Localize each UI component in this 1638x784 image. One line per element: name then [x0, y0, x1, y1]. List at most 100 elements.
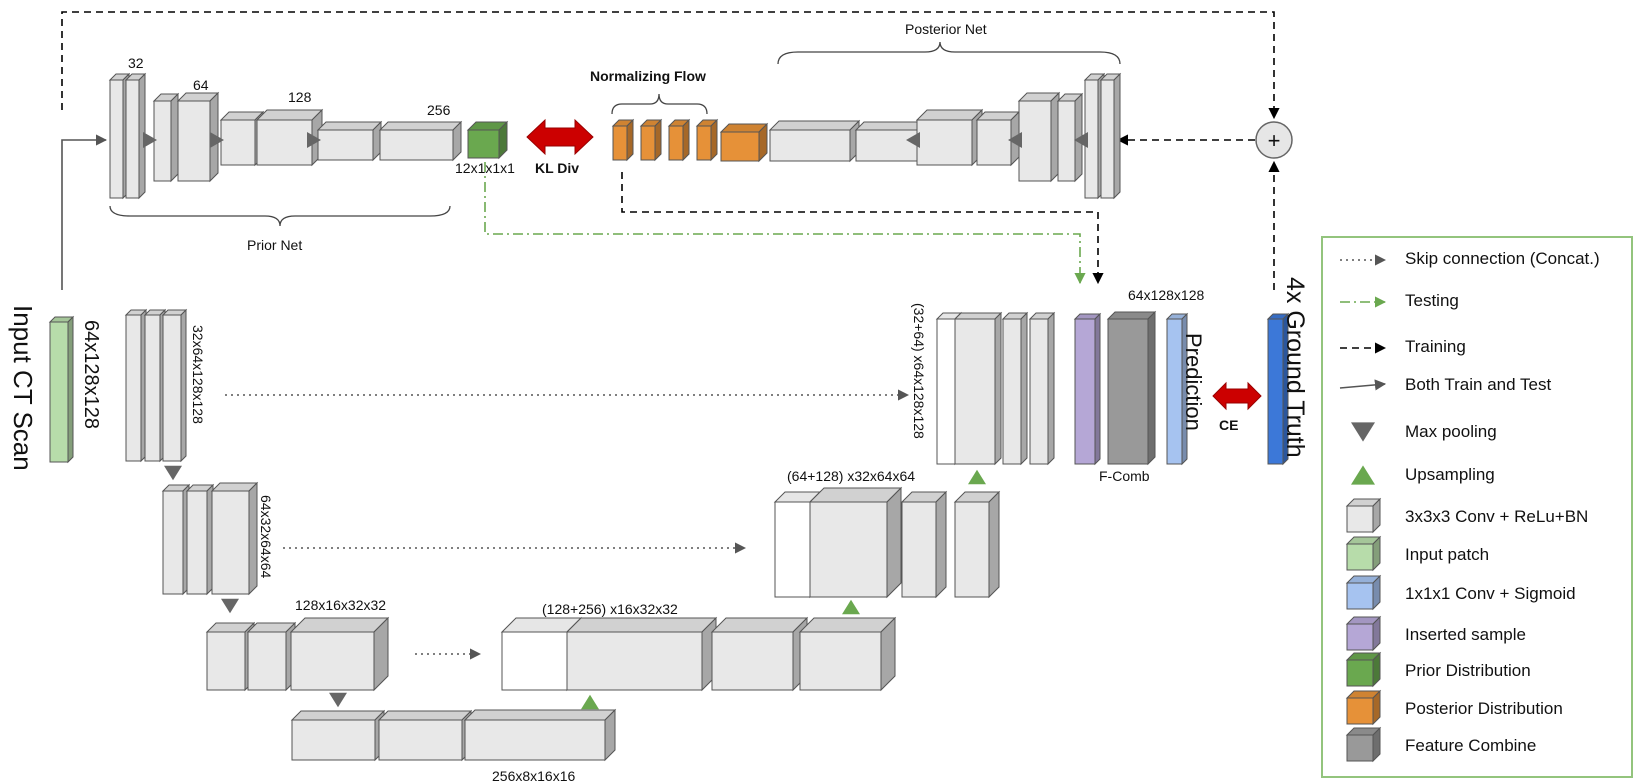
block-front	[256, 119, 313, 166]
upsampling-icon	[968, 469, 986, 485]
block-front	[799, 631, 882, 691]
legend-label: Max pooling	[1405, 422, 1497, 441]
prior-pool-icon	[143, 132, 157, 148]
posterior-conv-64b	[1017, 91, 1061, 183]
block-side	[1094, 312, 1101, 466]
block-top	[377, 710, 473, 721]
legend-label: Prior Distribution	[1405, 661, 1531, 680]
normalizing-flow-label: Normalizing Flow	[590, 68, 706, 84]
block-front	[1346, 543, 1374, 571]
light-green-cube-icon	[1345, 535, 1382, 572]
legend-label: Upsampling	[1405, 465, 1495, 484]
legend-label: Training	[1405, 337, 1466, 356]
block-front	[49, 321, 69, 463]
fcomb-label: F-Comb	[1099, 468, 1150, 484]
maxpool-icon	[164, 465, 182, 481]
block-front	[1346, 623, 1374, 651]
block-front	[144, 314, 161, 462]
prior-conv-256a	[316, 120, 383, 162]
posterior-conv-128b	[915, 108, 984, 167]
legend-item: Feature Combine	[1345, 726, 1536, 763]
block-front	[1002, 318, 1022, 465]
block-top	[710, 617, 809, 633]
dec3-conv-b	[798, 616, 897, 692]
block-front	[936, 318, 956, 465]
block-top	[915, 109, 984, 121]
block-front	[711, 631, 794, 691]
block-front	[186, 490, 208, 595]
block-top	[768, 120, 861, 131]
prior-channel-32: 32	[128, 55, 144, 71]
kl-div-arrow-icon	[526, 118, 594, 156]
training-line-top	[61, 11, 1280, 120]
flow-step-3	[667, 118, 691, 162]
block-front	[901, 501, 937, 598]
block-front	[1107, 318, 1149, 465]
ground-truth-label: 4x Ground Truth	[1281, 277, 1309, 458]
ground-truth-block	[1266, 312, 1290, 466]
block-side	[654, 118, 662, 162]
block-front	[1346, 505, 1374, 533]
sum-node: +	[1255, 121, 1293, 159]
input-patch-block	[48, 315, 75, 464]
block-side	[170, 92, 179, 183]
prior-channel-128: 128	[288, 89, 312, 105]
block-front	[696, 125, 712, 161]
legend-label: Inserted sample	[1405, 625, 1526, 644]
legend-item: Skip connection (Concat.)	[1340, 249, 1600, 268]
upsampling-icon	[581, 694, 599, 710]
prior-distribution-block	[466, 120, 509, 160]
block-front	[220, 119, 256, 166]
connections-layer	[61, 11, 1280, 660]
legend-label: Both Train and Test	[1405, 375, 1551, 394]
legend-item: Prior Distribution	[1345, 651, 1531, 688]
dec3-up-block	[565, 616, 718, 692]
block-front	[769, 129, 851, 162]
legend-label: Input patch	[1405, 545, 1489, 564]
fcomb-size: 64x128x128	[1128, 287, 1205, 303]
dec2-up-block	[808, 486, 903, 599]
purple-cube-icon	[1345, 615, 1382, 652]
block-front	[464, 719, 606, 761]
block-front	[211, 490, 250, 595]
blocks-layer	[48, 72, 1290, 762]
block-front	[612, 125, 628, 161]
decoder-level1-size: (32+64) x64x128x128	[911, 303, 927, 439]
legend-item: Training	[1340, 337, 1466, 356]
legend-label: 1x1x1 Conv + Sigmoid	[1405, 584, 1576, 603]
training-line-flow-to-fcomb	[621, 172, 1104, 285]
block-front	[1346, 659, 1374, 687]
block-top	[316, 121, 383, 131]
block-front	[1018, 100, 1052, 182]
flow-step-2	[639, 118, 663, 162]
block-front	[247, 631, 287, 691]
block-side	[710, 118, 718, 162]
block-top	[289, 617, 390, 633]
dec1-conv-a	[1001, 311, 1029, 466]
bottleneck-conv-a	[290, 709, 386, 762]
legend-item: Both Train and Test	[1339, 375, 1551, 394]
block-side	[682, 118, 690, 162]
prior-conv-64a	[152, 92, 180, 183]
block-top	[854, 121, 928, 131]
block-front	[467, 129, 500, 159]
bottleneck-size: 256x8x16x16	[492, 768, 576, 784]
block-front	[162, 314, 182, 462]
legend: Skip connection (Concat.) TestingTraining…	[1339, 249, 1600, 763]
posterior-pool-icon	[1008, 132, 1022, 148]
prior-conv-32b	[124, 72, 147, 200]
block-front	[809, 501, 888, 598]
block-front	[1346, 582, 1374, 610]
enc2-conv-b	[185, 483, 215, 596]
inserted-sample-block	[1073, 312, 1102, 466]
legend-label: 3x3x3 Conv + ReLu+BN	[1405, 507, 1588, 526]
input-size: 64x128x128	[80, 320, 102, 429]
posterior-pool-icon	[1074, 132, 1088, 148]
ce-arrow-icon	[1212, 381, 1262, 411]
block-front	[566, 631, 703, 691]
dec1-conv-b	[1028, 311, 1056, 466]
block-front	[1166, 318, 1183, 465]
gray-cube-icon	[1345, 497, 1382, 534]
legend-item: Testing	[1340, 291, 1459, 310]
flow-step-4	[695, 118, 719, 162]
